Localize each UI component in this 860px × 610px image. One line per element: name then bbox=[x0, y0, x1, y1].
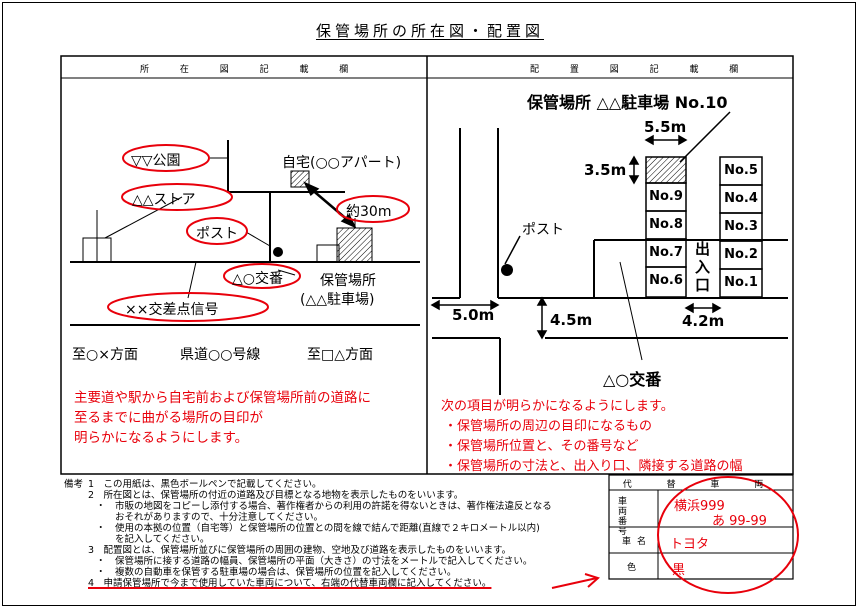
post-label-right: ポスト bbox=[522, 222, 564, 238]
name-row-label: 車名 bbox=[622, 537, 653, 547]
park-oval bbox=[122, 144, 210, 172]
car-name-value: トヨタ bbox=[670, 537, 710, 552]
post-oval bbox=[186, 217, 248, 245]
layout-heading: 保管場所 △△駐車場 No.10 bbox=[527, 93, 728, 112]
dim-entrance-width: 4.2m bbox=[682, 312, 725, 330]
entrance-label: 出入口 bbox=[695, 240, 711, 294]
slot-list-left: No.9 No.8 No.7 No.6 bbox=[646, 183, 686, 295]
slot-label: No.8 bbox=[649, 217, 683, 232]
road-left-label: 至○×方面 bbox=[72, 347, 138, 363]
slot-list-right: No.5 No.4 No.3 No.2 No.1 bbox=[720, 157, 762, 297]
slot-label: No.3 bbox=[724, 219, 758, 234]
road-right-label: 至□△方面 bbox=[307, 347, 373, 363]
distance-label: 約30m bbox=[346, 204, 392, 220]
slot-label: No.7 bbox=[649, 245, 683, 260]
notes-label: 備考 bbox=[64, 479, 84, 490]
plate-line-1: 横浜999 bbox=[674, 499, 725, 514]
vehicle-oval bbox=[657, 476, 799, 594]
notes-body: 1 この用紙は、黒色ボールペンで記載してください。 2 所在図とは、保管場所の付… bbox=[88, 479, 552, 589]
right-panel-header: 配 置 図 記 載 欄 bbox=[530, 65, 753, 75]
signal-oval bbox=[107, 292, 269, 322]
road-center-label: 県道○○号線 bbox=[180, 347, 261, 363]
store-label: △△ストア bbox=[132, 192, 196, 208]
color-row-label: 色 bbox=[627, 563, 637, 573]
right-instruction: 次の項目が明らかになるようにします。 ・保管場所の周辺の目印になるもの ・保管場… bbox=[441, 399, 743, 474]
dim-width: 5.5m bbox=[644, 118, 687, 136]
plate-row-label: 車両番号 bbox=[618, 497, 628, 537]
plate-line-2: あ 99-99 bbox=[712, 514, 767, 529]
parking-building bbox=[336, 227, 373, 263]
parking-name-label: (△△駐車場) bbox=[300, 292, 375, 308]
left-instruction: 主要道や駅から自宅前および保管場所前の道路に 至るまでに曲がる場所の目印が 明ら… bbox=[74, 390, 371, 446]
intersection-oval bbox=[223, 263, 301, 289]
store-building bbox=[82, 237, 112, 263]
dim-road-width: 4.5m bbox=[550, 311, 593, 329]
parking-label: 保管場所 bbox=[320, 273, 376, 289]
slot-label: No.5 bbox=[724, 163, 758, 178]
slot-label: No.4 bbox=[724, 191, 758, 206]
intersection-label-right: △○交番 bbox=[603, 370, 662, 389]
slot-label: No.2 bbox=[724, 247, 758, 262]
intersection-label: △○交番 bbox=[232, 271, 283, 287]
slot-label: No.6 bbox=[649, 273, 683, 288]
post-marker-right bbox=[501, 264, 513, 276]
vehicle-header: 代 替 車 両 bbox=[622, 480, 780, 490]
store-oval bbox=[121, 183, 233, 211]
park-label: ▽▽公園 bbox=[131, 153, 181, 169]
home-label: 自宅(○○アパート) bbox=[282, 155, 402, 171]
page-title: 保管場所の所在図・配置図 bbox=[315, 22, 544, 40]
slot-no10 bbox=[645, 156, 687, 184]
distance-oval bbox=[336, 195, 410, 223]
post-label: ポスト bbox=[196, 226, 238, 242]
dim-left-gap: 5.0m bbox=[452, 306, 495, 324]
slot-label: No.9 bbox=[649, 189, 683, 204]
left-panel-header: 所 在 図 記 載 欄 bbox=[140, 65, 363, 75]
color-value: 黒 bbox=[672, 563, 686, 578]
signal-label: ××交差点信号 bbox=[125, 302, 219, 318]
post-marker bbox=[273, 247, 283, 257]
dim-depth: 3.5m bbox=[584, 161, 627, 179]
slot-label: No.1 bbox=[724, 275, 758, 290]
